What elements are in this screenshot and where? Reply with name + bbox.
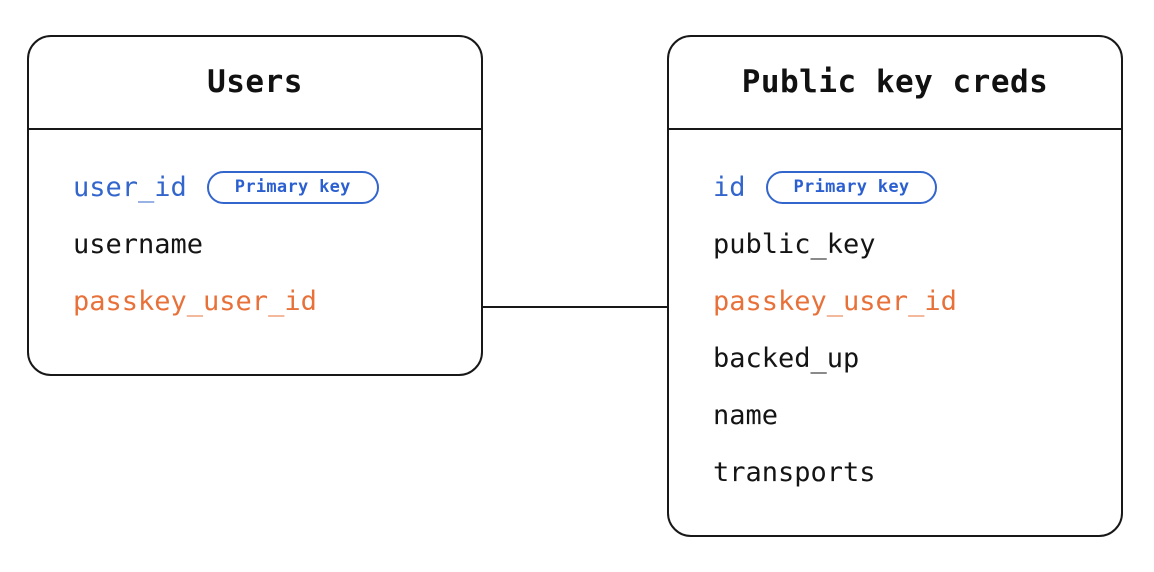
entity-public-key-creds[interactable]: Public key creds id Primary key public_k… xyxy=(667,35,1123,537)
field-row[interactable]: transports xyxy=(669,444,1121,501)
field-name-public-key: public_key xyxy=(713,229,876,260)
field-row[interactable]: id Primary key xyxy=(669,159,1121,216)
field-name-username: username xyxy=(73,229,204,260)
relationship-connector-users-to-public-key-creds xyxy=(481,306,669,308)
field-row[interactable]: backed_up xyxy=(669,330,1121,387)
field-row[interactable]: username xyxy=(29,216,481,273)
entity-users[interactable]: Users user_id Primary key username passk… xyxy=(27,35,483,376)
field-name-passkey-user-id: passkey_user_id xyxy=(713,286,957,317)
entity-public-key-creds-field-list: id Primary key public_key passkey_user_i… xyxy=(669,130,1121,535)
entity-users-title: Users xyxy=(207,64,303,100)
entity-public-key-creds-title: Public key creds xyxy=(741,64,1049,100)
field-row[interactable]: user_id Primary key xyxy=(29,159,481,216)
field-name-id: id xyxy=(713,172,746,203)
field-row[interactable]: passkey_user_id xyxy=(29,273,481,330)
field-row[interactable]: public_key xyxy=(669,216,1121,273)
primary-key-badge: Primary key xyxy=(765,171,938,204)
field-name-passkey-user-id: passkey_user_id xyxy=(73,286,317,317)
field-row[interactable]: passkey_user_id xyxy=(669,273,1121,330)
field-name-transports: transports xyxy=(713,457,876,488)
field-name-name: name xyxy=(713,400,779,431)
entity-public-key-creds-header: Public key creds xyxy=(669,37,1121,130)
entity-users-field-list: user_id Primary key username passkey_use… xyxy=(29,130,481,374)
field-name-user-id: user_id xyxy=(73,172,187,203)
primary-key-badge: Primary key xyxy=(206,171,379,204)
field-row[interactable]: name xyxy=(669,387,1121,444)
entity-users-header: Users xyxy=(29,37,481,130)
field-name-backed-up: backed_up xyxy=(713,343,860,374)
